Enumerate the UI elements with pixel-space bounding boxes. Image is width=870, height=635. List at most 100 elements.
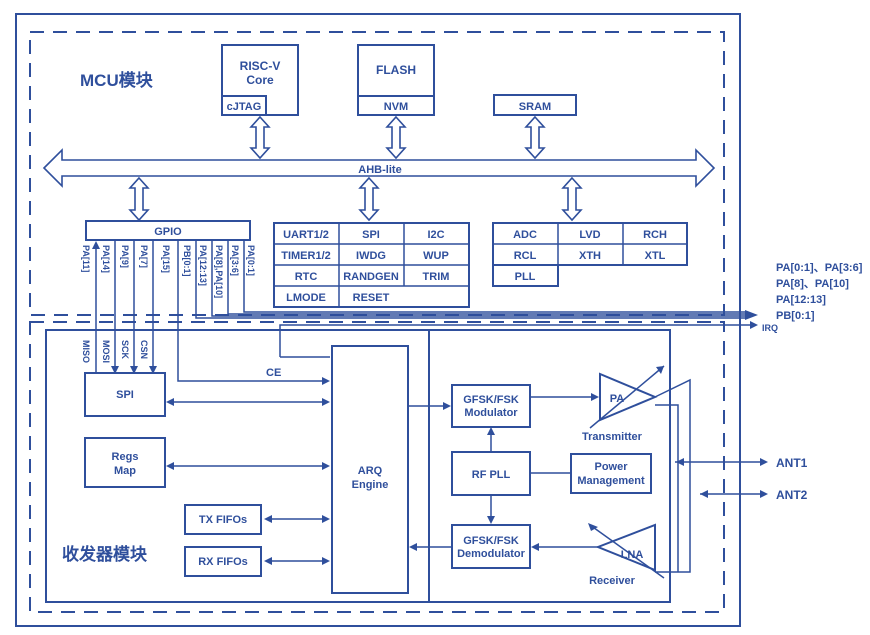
mod-label-2: Modulator: [464, 407, 518, 419]
pm-label-2: Management: [577, 475, 645, 487]
riscv-core-block: RISC-V Core cJTAG: [221, 44, 299, 116]
ant2-label: ANT2: [776, 488, 808, 502]
double-arrow-riscv: [249, 115, 271, 160]
arq-label-1: ARQ: [358, 465, 383, 477]
pin-pa36: PA[3:6]: [230, 245, 240, 276]
analog-rch: RCH: [643, 229, 667, 241]
arq-engine-block: ARQ Engine: [331, 345, 409, 594]
peripheral-grid: UART1/2 SPI I2C TIMER1/2 IWDG WUP RTC RA…: [273, 222, 470, 308]
pin-pa11: PA[11]: [81, 245, 91, 272]
periph-spi: SPI: [362, 229, 380, 241]
pin-pa1213: PA[12:13]: [198, 245, 208, 286]
nvm-block: [357, 95, 435, 116]
analog-xtl: XTL: [645, 250, 666, 262]
lna-label: LNA: [621, 549, 644, 561]
double-arrow-peripherals: [358, 176, 380, 222]
ext-pin-3: PA[12:13]: [776, 294, 826, 306]
regs-label-2: Map: [114, 465, 136, 477]
periph-timer: TIMER1/2: [281, 250, 331, 262]
periph-wup: WUP: [423, 250, 449, 262]
periph-i2c: I2C: [427, 229, 444, 241]
demodulator-block: GFSK/FSK Demodulator: [451, 524, 531, 569]
tx-fifos-label: TX FIFOs: [199, 514, 247, 526]
periph-reset: RESET: [353, 292, 390, 304]
pin-pa15: PA[15]: [161, 245, 171, 273]
pm-label-1: Power: [594, 461, 628, 473]
flash-block: FLASH NVM: [357, 44, 435, 116]
periph-uart: UART1/2: [283, 229, 329, 241]
double-arrow-analog: [561, 176, 583, 222]
pin-pa14: PA[14]: [101, 245, 111, 273]
nvm-label: NVM: [384, 101, 408, 113]
transceiver-region: [29, 321, 725, 613]
demod-label-2: Demodulator: [457, 548, 526, 560]
ahb-lite-bus: AHB-lite: [42, 148, 716, 188]
periph-randgen: RANDGEN: [343, 271, 399, 283]
pin-pa01: PA[0:1]: [246, 245, 256, 276]
ext-pin-2: PA[8]、PA[10]: [776, 278, 849, 290]
ext-pin-4: PB[0:1]: [776, 310, 815, 322]
analog-rcl: RCL: [514, 250, 537, 262]
ext-pin-1: PA[0:1]、PA[3:6]: [776, 262, 863, 274]
mcu-section-label: MCU模块: [80, 70, 154, 90]
periph-trim: TRIM: [423, 271, 450, 283]
power-management-block: Power Management: [570, 453, 652, 494]
regs-label-1: Regs: [112, 451, 139, 463]
tx-fifos-block: TX FIFOs: [184, 504, 262, 535]
arq-label-2: Engine: [352, 479, 389, 491]
cjtag-label: cJTAG: [227, 101, 262, 113]
pin-pa8-pa10: PA[8],PA[10]: [214, 245, 224, 298]
spi-block-label: SPI: [116, 389, 134, 401]
spi-block: SPI: [84, 372, 166, 417]
transmitter-label: Transmitter: [582, 431, 643, 443]
double-arrow-flash: [385, 115, 407, 160]
analog-pll: PLL: [515, 271, 536, 283]
receiver-label: Receiver: [589, 575, 636, 587]
ant1-label: ANT1: [776, 456, 808, 470]
double-arrow-sram: [524, 115, 546, 160]
analog-lvd: LVD: [579, 229, 600, 241]
pin-pa7: PA[7]: [139, 245, 149, 268]
modulator-block: GFSK/FSK Modulator: [451, 384, 531, 428]
cjtag-block: [221, 95, 267, 116]
signal-ce: CE: [266, 367, 281, 379]
pin-pb01: PB[0:1]: [182, 245, 192, 277]
antenna-routing: [654, 378, 768, 573]
pa-amplifier: PA: [589, 365, 665, 429]
signal-csn: CSN: [139, 340, 149, 359]
rf-pll-label: RF PLL: [472, 469, 511, 481]
analog-grid: ADC LVD RCH RCL XTH XTL PLL: [492, 222, 688, 287]
outer-frame: [15, 13, 741, 627]
signal-miso: MISO: [81, 340, 91, 363]
regs-map-block: Regs Map: [84, 437, 166, 488]
pa-label: PA: [610, 393, 625, 405]
signal-mosi: MOSI: [101, 340, 111, 363]
periph-lmode: LMODE: [286, 292, 326, 304]
rx-fifos-label: RX FIFOs: [198, 556, 248, 568]
mod-label-1: GFSK/FSK: [463, 394, 519, 406]
analog-adc: ADC: [513, 229, 537, 241]
flash-label: FLASH: [376, 63, 416, 77]
irq-label: IRQ: [762, 323, 778, 333]
demod-label-1: GFSK/FSK: [463, 535, 519, 547]
signal-sck: SCK: [120, 340, 130, 360]
periph-iwdg: IWDG: [356, 250, 386, 262]
riscv-label-2: Core: [246, 73, 274, 87]
riscv-label-1: RISC-V: [240, 59, 281, 73]
gpio-block: GPIO: [85, 220, 251, 241]
gpio-label: GPIO: [154, 226, 182, 238]
bus-label: AHB-lite: [358, 164, 401, 176]
periph-rtc: RTC: [295, 271, 318, 283]
digital-links: [166, 398, 330, 565]
sram-label: SRAM: [519, 101, 551, 113]
double-arrow-gpio: [128, 176, 150, 222]
analog-xth: XTH: [579, 250, 601, 262]
rf-links: [408, 393, 599, 551]
pin-pa9: PA[9]: [120, 245, 130, 268]
rx-fifos-block: RX FIFOs: [184, 546, 262, 577]
mcu-region: [29, 31, 725, 316]
rf-pll-block: RF PLL: [451, 451, 531, 496]
transceiver-section-label: 收发器模块: [62, 544, 148, 564]
lna-amplifier: LNA: [588, 523, 665, 579]
